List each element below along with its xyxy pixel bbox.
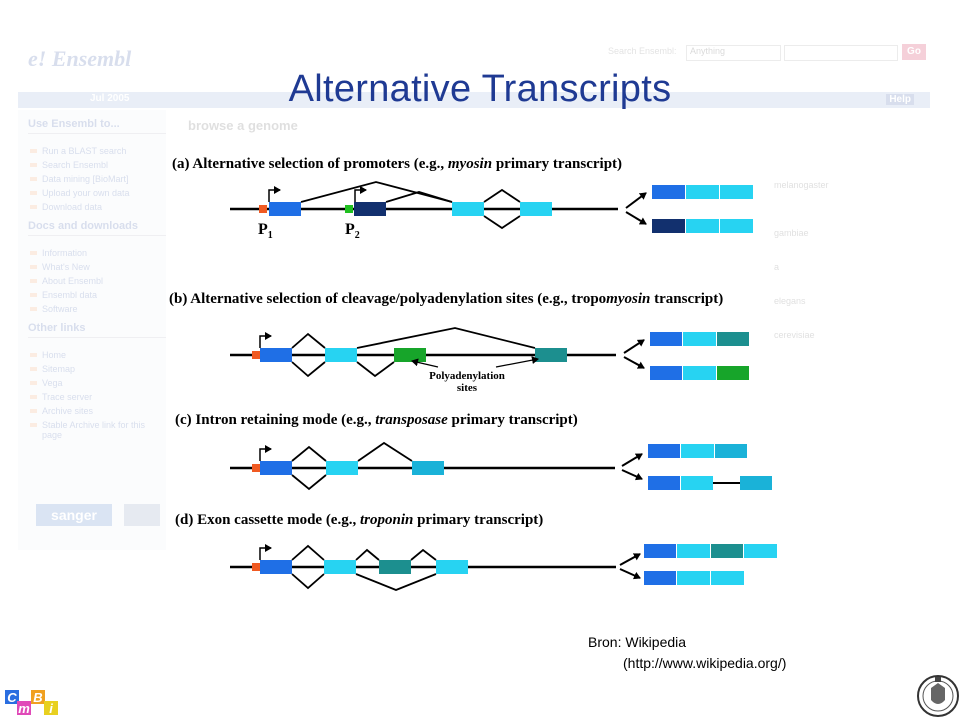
- promoter-marker: [252, 563, 260, 571]
- exon: [379, 560, 411, 574]
- product-arrow: [623, 356, 645, 369]
- exon: [412, 461, 444, 475]
- exon: [326, 461, 358, 475]
- product-arrow: [621, 469, 643, 481]
- source-url: (http://www.wikipedia.org/): [623, 655, 787, 671]
- mrna-product: [648, 444, 747, 458]
- mrna-product-intron-retained: [648, 476, 772, 490]
- panel-a-label: (a) Alternative selection of promoters (…: [172, 156, 622, 172]
- exon: [260, 560, 292, 574]
- splice-junction: [355, 548, 380, 561]
- panel-b: (b) Alternative selection of cleavage/po…: [169, 291, 749, 394]
- promoter-p2-marker: [345, 205, 353, 213]
- promoter-p1-label: P1: [258, 221, 273, 241]
- exon: [260, 348, 292, 362]
- exon: [436, 560, 468, 574]
- panel-d: (d) Exon cassette mode (e.g., troponin p…: [175, 512, 777, 591]
- panel-d-label: (d) Exon cassette mode (e.g., troponin p…: [175, 512, 543, 528]
- panel-c: (c) Intron retaining mode (e.g., transpo…: [175, 412, 772, 491]
- mrna-product: [652, 185, 753, 199]
- panel-b-label: (b) Alternative selection of cleavage/po…: [169, 291, 723, 307]
- product-arrow: [623, 339, 645, 354]
- product-arrow: [619, 553, 641, 566]
- mrna-product: [652, 219, 753, 233]
- splice-junction: [291, 332, 326, 349]
- source-label: Bron: Wikipedia: [588, 634, 687, 650]
- promoter-p2-label: P2: [345, 221, 360, 241]
- exon: [520, 202, 552, 216]
- polyadenylation-label-line1: Polyadenylation: [429, 370, 505, 382]
- mrna-product: [650, 332, 749, 346]
- exon: [260, 461, 292, 475]
- exon: [324, 560, 356, 574]
- panel-a: (a) Alternative selection of promoters (…: [172, 156, 753, 241]
- exon: [269, 202, 301, 216]
- exon: [452, 202, 484, 216]
- polyadenylation-label-line2: sites: [457, 382, 478, 394]
- annotation-arrow: [495, 356, 539, 368]
- splice-junction: [356, 327, 536, 349]
- tss-arrow: [259, 544, 272, 560]
- splice-junction: [357, 441, 413, 462]
- svg-text:C: C: [7, 690, 17, 705]
- exon: [394, 348, 426, 362]
- svg-text:B: B: [33, 690, 42, 705]
- exon: [535, 348, 567, 362]
- promoter-p1-marker: [259, 205, 267, 213]
- promoter-marker: [252, 351, 260, 359]
- tss-arrow: [259, 332, 272, 348]
- annotation-arrow: [411, 358, 439, 368]
- splice-junction: [483, 215, 521, 230]
- splice-junction: [291, 474, 327, 491]
- tss-arrow: [268, 186, 281, 202]
- splice-junction: [385, 191, 453, 203]
- svg-text:i: i: [49, 701, 53, 716]
- university-crest-icon: [917, 675, 959, 717]
- product-arrow: [619, 568, 641, 580]
- splice-junction: [291, 361, 326, 378]
- mrna-product: [650, 366, 749, 380]
- tss-arrow: [259, 445, 272, 461]
- product-arrow: [625, 192, 647, 209]
- splice-junction: [291, 445, 327, 462]
- exon: [354, 202, 386, 216]
- mrna-product-exon-skipped: [644, 571, 744, 585]
- product-arrow: [625, 211, 647, 225]
- splice-junction: [410, 548, 437, 561]
- splice-junction: [300, 181, 453, 203]
- promoter-marker: [252, 464, 260, 472]
- splice-junction: [291, 544, 325, 561]
- slide-title: Alternative Transcripts: [288, 68, 672, 110]
- product-arrow: [621, 453, 643, 467]
- exon: [325, 348, 357, 362]
- tss-arrow: [354, 186, 367, 202]
- splice-junction: [291, 573, 325, 590]
- svg-text:m: m: [18, 701, 30, 716]
- splice-junction: [483, 188, 521, 203]
- mrna-product: [644, 544, 777, 558]
- splice-junction: [356, 361, 395, 378]
- panel-c-label: (c) Intron retaining mode (e.g., transpo…: [175, 412, 578, 428]
- splice-junction: [355, 573, 437, 591]
- cmbi-logo: C m B i: [5, 690, 58, 716]
